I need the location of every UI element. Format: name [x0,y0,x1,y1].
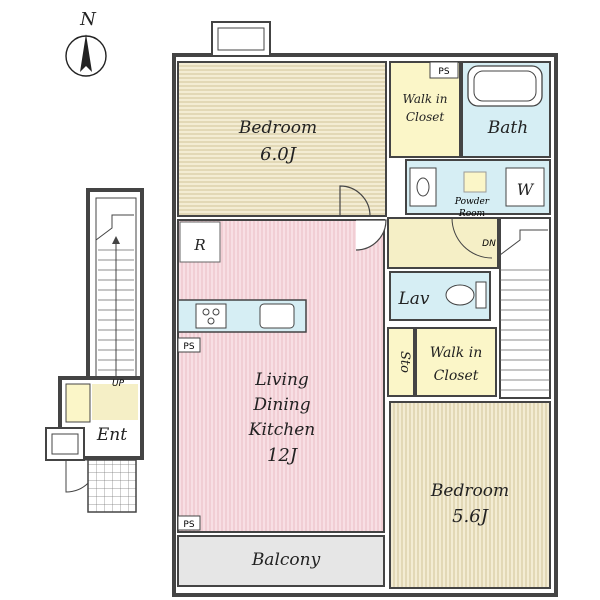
ps-box-1 [429,61,459,79]
storage-name: Sto [397,351,412,373]
bedroom1-name: Bedroom [238,118,317,138]
bedroom2-name: Bedroom [430,481,509,501]
toilet-tank-icon [475,281,487,309]
refrigerator-icon [179,221,221,263]
kitchen-sink-icon [259,303,295,329]
walkin2-line1: Walk in [430,345,482,361]
ldk-line2: Dining [252,395,310,415]
washer-icon [505,167,545,207]
ldk-size: 12J [267,445,299,466]
up-label: UP [112,379,125,389]
entrance-porch [87,459,137,513]
balcony [177,535,385,587]
walkin1-line2: Closet [406,110,445,124]
ldk-line3: Kitchen [248,420,315,440]
balcony-name: Balcony [251,550,321,570]
washer-label: W [517,180,535,199]
toilet-icon [445,284,475,306]
ps-label-1: PS [438,67,449,77]
powder-line1: Powder [454,197,490,207]
ps-label-2: PS [183,342,194,352]
bedroom1-size: 6.0J [260,144,298,165]
ps-box-2 [177,337,201,353]
entrance-name: Ent [96,425,127,445]
dn-label: DN [482,239,496,249]
stairs-right [499,217,551,399]
walkin2-line2: Closet [434,368,479,384]
ps-label-3: PS [183,520,194,530]
powder-line2: Room [458,209,485,219]
ps-box-3 [177,515,201,531]
bedroom-1 [177,61,387,217]
bathtub-icon [467,65,543,107]
bath-name: Bath [487,118,528,138]
sink-icon [409,167,437,207]
door-bedroom1-icon [339,185,371,217]
bedroom-2 [389,401,551,589]
door-ldk-icon [355,219,387,251]
hallway [387,217,499,269]
refrigerator-label: R [193,236,205,254]
bedroom2-size: 5.6J [452,506,490,527]
cabinet-icon [463,171,487,193]
walkin-closet-2 [415,327,497,397]
compass-icon: N [65,9,107,77]
storage [387,327,415,397]
lav-name: Lav [397,289,429,309]
bay-window [211,21,271,57]
living-dining-kitchen [177,219,385,533]
ldk-line1: Living [254,370,309,390]
walkin1-line1: Walk in [403,92,448,106]
compass-label: N [79,9,97,30]
shoe-closet [65,383,91,423]
